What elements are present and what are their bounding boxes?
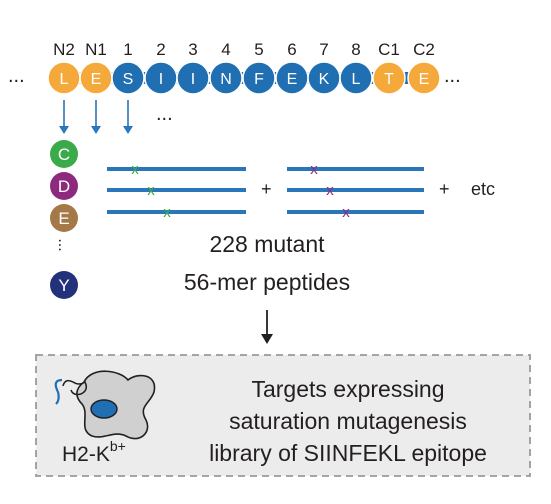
residue-letter-0: L	[60, 71, 69, 88]
plus-sign-2: +	[439, 179, 450, 199]
residue-letter-10: T	[384, 71, 394, 88]
residue-letter-4: I	[191, 71, 195, 88]
residue-circle-10	[372, 61, 406, 95]
peptide-group-2: xxx	[287, 161, 424, 221]
position-label-5: 4	[221, 40, 230, 59]
position-label-9: 8	[351, 40, 360, 59]
amino-acid-letter-4: Y	[58, 276, 69, 295]
position-label-2: 1	[123, 40, 132, 59]
cell-illustration	[54, 370, 156, 440]
peptide-caption-line2: 56-mer peptides	[184, 269, 350, 295]
mhc-glyph-icon	[62, 379, 88, 396]
arrow-p1-head	[123, 126, 133, 134]
mutation-mark: x	[163, 204, 171, 221]
amino-acid-circle-1	[50, 172, 78, 200]
peptide-glyph-icon	[54, 378, 63, 405]
residue-letter-11: E	[419, 71, 430, 88]
arrow-n2-head	[59, 126, 69, 134]
mutation-mark: x	[310, 161, 318, 178]
position-label-4: 3	[188, 40, 197, 59]
etc-label: etc	[471, 179, 495, 199]
plus-sign-1: +	[261, 179, 272, 199]
residue-circle-4	[176, 61, 210, 95]
cell-label-superscript: b+	[110, 438, 126, 454]
amino-acid-circle-4	[50, 271, 78, 299]
position-label-6: 5	[254, 40, 263, 59]
cell-label-main: H2-K	[62, 443, 110, 466]
residue-letter-1: E	[91, 71, 102, 88]
residue-circle-5	[209, 61, 243, 95]
residue-letter-6: F	[254, 71, 264, 88]
position-label-11: C2	[413, 40, 435, 59]
residue-letter-2: S	[123, 71, 134, 88]
arrow-n1-head	[91, 126, 101, 134]
position-label-3: 2	[156, 40, 165, 59]
residue-circle-11	[407, 61, 441, 95]
peptide-group-1: xxx	[107, 161, 246, 221]
down-arrow	[261, 310, 273, 344]
residue-circle-9	[339, 61, 373, 95]
amino-acid-column: CDE... Y	[50, 140, 78, 299]
mutation-mark: x	[342, 204, 350, 221]
target-text-line1: Targets expressing	[251, 376, 444, 402]
residue-letter-7: E	[287, 71, 298, 88]
residue-letter-5: N	[220, 71, 232, 88]
residues-more-ellipsis: ...	[156, 103, 173, 125]
amino-acid-circle-0	[50, 140, 78, 168]
left-ellipsis: ...	[8, 65, 25, 87]
amino-acid-letter-1: D	[58, 177, 70, 196]
mutation-mark: x	[147, 182, 155, 199]
residue-letter-8: K	[319, 71, 330, 88]
target-text-line3: library of SIINFEKL epitope	[209, 440, 487, 466]
cell-label: H2-Kb+	[62, 438, 126, 466]
amino-acid-letter-2: E	[58, 209, 69, 228]
position-label-10: C1	[378, 40, 400, 59]
position-labels: N2 N1 1 2 3 4 5 6 7 8 C1 C2	[53, 40, 435, 59]
substitution-arrows	[59, 100, 133, 134]
position-label-8: 7	[319, 40, 328, 59]
peptide-caption-line1: 228 mutant	[209, 231, 325, 257]
amino-acid-ellipsis: ...	[55, 238, 72, 251]
amino-acid-circle-2	[50, 204, 78, 232]
target-text-line2: saturation mutagenesis	[229, 408, 467, 434]
position-label-7: 6	[287, 40, 296, 59]
position-label-0: N2	[53, 40, 75, 59]
position-label-1: N1	[85, 40, 107, 59]
mutation-mark: x	[326, 182, 334, 199]
residue-circle-2	[111, 61, 145, 95]
right-ellipsis: ...	[444, 65, 461, 87]
residue-letter-9: L	[352, 71, 361, 88]
residue-circle-6	[242, 61, 276, 95]
amino-acid-letter-0: C	[58, 145, 70, 164]
cell-nucleus	[90, 399, 118, 419]
residue-letter-3: I	[159, 71, 163, 88]
mutation-mark: x	[131, 161, 139, 178]
